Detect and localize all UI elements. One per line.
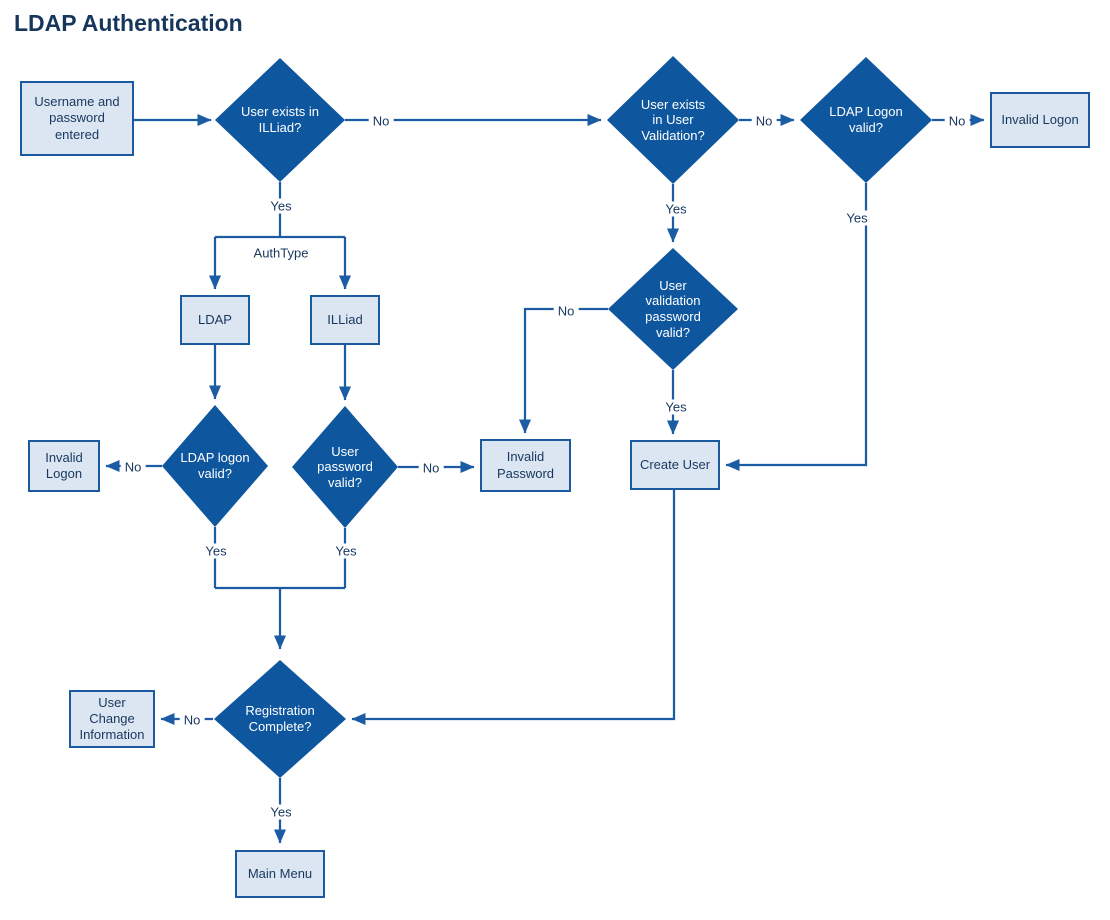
connector-no-validationpassword-to-invalidpassword — [519, 307, 608, 434]
edge-label-no-ldaplogon-top: No — [944, 113, 970, 129]
node-authtype-ldap-label: LDAP — [198, 311, 232, 327]
node-invalid-logon-right-label: Invalid Logon — [1001, 111, 1079, 127]
node-main-menu-label: Main Menu — [247, 865, 313, 881]
edge-label-yes-ldaplogon-top: Yes — [842, 210, 872, 226]
edge-label-no-validationpassword: No — [553, 303, 579, 319]
node-invalid-logon-left-label: Invalid Logon — [45, 449, 83, 481]
edge-label-no-registration: No — [179, 712, 205, 728]
decision-ldap-logon-valid-top: LDAP Logon valid? — [800, 57, 932, 183]
edge-label-no-ldaplogon-mid: No — [120, 459, 146, 475]
decision-ldap-logon-valid-mid: LDAP logon valid? — [162, 405, 268, 527]
node-start-label: Username and password entered — [34, 94, 120, 142]
node-create-user: Create User — [630, 440, 720, 490]
edge-label-yes-ldaplogon-mid: Yes — [201, 543, 231, 559]
node-invalid-logon-left: Invalid Logon — [28, 440, 100, 492]
decision-user-exists-user-validation-label: User exists in User Validation? — [640, 96, 706, 143]
node-authtype-illiad: ILLiad — [310, 295, 380, 345]
decision-user-exists-illiad-label: User exists in ILLiad? — [240, 104, 320, 135]
decision-user-password-valid-label: User password valid? — [317, 443, 373, 490]
node-invalid-password: Invalid Password — [480, 439, 571, 492]
decision-user-exists-illiad: User exists in ILLiad? — [215, 58, 345, 182]
connector-createuser-to-registration — [351, 490, 676, 725]
node-create-user-label: Create User — [639, 456, 711, 472]
node-user-change-information: User Change Information — [69, 690, 155, 748]
page-title: LDAP Authentication — [14, 10, 243, 36]
node-main-menu: Main Menu — [235, 850, 325, 898]
decision-user-validation-password-valid-label: User validation password valid? — [645, 277, 701, 340]
node-invalid-logon-right: Invalid Logon — [990, 92, 1090, 148]
decision-registration-complete: Registration Complete? — [214, 660, 346, 778]
edge-label-no-illiad: No — [368, 113, 394, 129]
decision-ldap-logon-valid-top-label: LDAP Logon valid? — [829, 104, 903, 135]
edge-label-yes-validationpassword: Yes — [661, 399, 691, 415]
decision-user-password-valid: User password valid? — [292, 406, 398, 528]
edge-label-yes-registration: Yes — [266, 804, 296, 820]
node-authtype-illiad-label: ILLiad — [327, 311, 363, 327]
edge-label-yes-illiad: Yes — [266, 198, 296, 214]
decision-user-validation-password-valid: User validation password valid? — [608, 248, 738, 370]
edge-label-yes-uservalidation: Yes — [661, 201, 691, 217]
decision-user-exists-user-validation: User exists in User Validation? — [607, 56, 739, 184]
decision-registration-complete-label: Registration Complete? — [245, 703, 315, 734]
edge-label-yes-userpassword: Yes — [331, 543, 361, 559]
decision-ldap-logon-valid-mid-label: LDAP logon valid? — [180, 450, 250, 481]
edge-label-authtype: AuthType — [249, 245, 313, 261]
node-invalid-password-label: Invalid Password — [496, 449, 555, 481]
edge-label-no-uservalidation: No — [751, 113, 777, 129]
node-start: Username and password entered — [20, 81, 134, 156]
node-authtype-ldap: LDAP — [180, 295, 250, 345]
node-user-change-information-label: User Change Information — [79, 694, 145, 743]
edge-label-no-userpassword: No — [418, 460, 444, 476]
